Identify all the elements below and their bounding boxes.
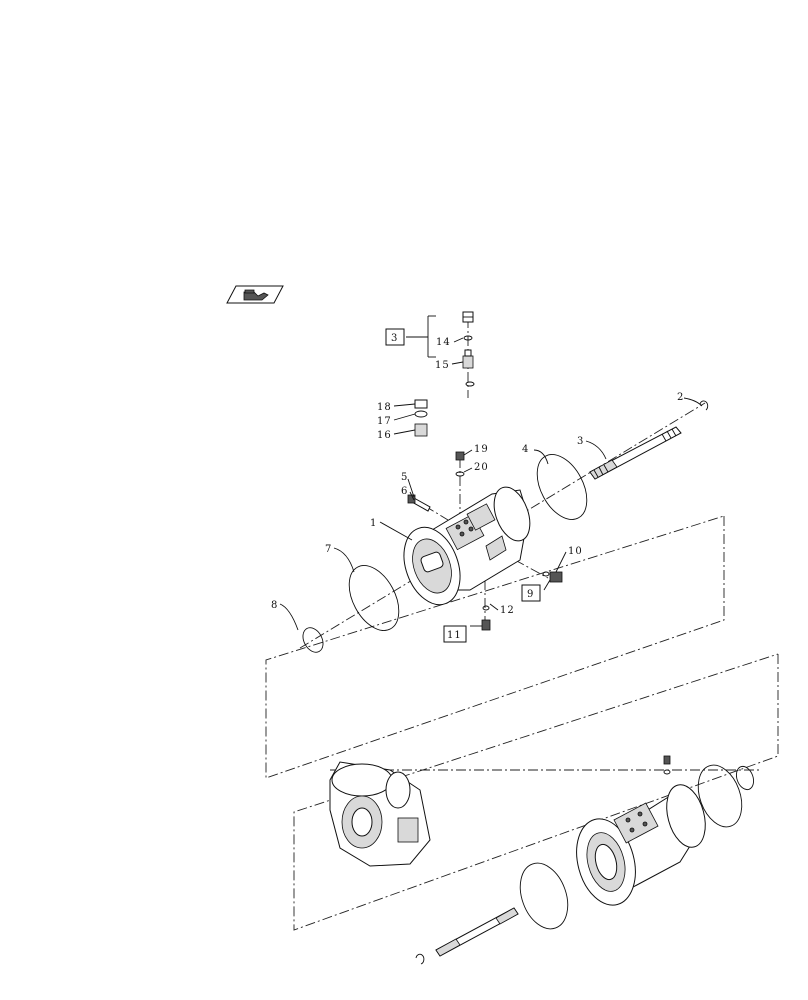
boxed-callout-3: 3 <box>385 328 405 346</box>
boxed-callout-9: 9 <box>521 584 541 602</box>
bolt-part <box>407 494 431 512</box>
plug-part <box>462 311 474 323</box>
book-hand-icon <box>226 285 284 304</box>
callout-18: 18 <box>377 402 392 413</box>
callout-labels: 14 15 18 17 16 19 20 5 6 1 4 3 2 7 8 10 … <box>271 337 684 616</box>
breather-part <box>455 451 465 477</box>
boxed-callout-11: 11 <box>443 625 467 643</box>
snap-ring-part <box>699 400 709 411</box>
svg-text:3: 3 <box>391 333 398 344</box>
callout-12: 12 <box>500 605 515 616</box>
callout-5: 5 <box>401 472 408 483</box>
callout-14: 14 <box>436 337 451 348</box>
leader-lines <box>279 315 703 631</box>
callout-7: 7 <box>325 544 332 555</box>
o-ring-part <box>697 764 743 828</box>
callout-3: 3 <box>577 436 584 447</box>
drain-plug-part <box>542 571 563 583</box>
snap-ring-part <box>415 953 425 965</box>
callout-10: 10 <box>568 546 583 557</box>
level-plug-part <box>481 605 491 631</box>
o-ring-part <box>519 862 569 930</box>
axle-housing-part <box>576 755 706 906</box>
centerlines <box>299 318 760 771</box>
callout-1: 1 <box>370 518 377 529</box>
o-ring-part <box>536 454 588 520</box>
o-ring-part <box>348 565 400 631</box>
snap-ring-part <box>302 627 324 653</box>
axle-shaft-part <box>435 907 519 957</box>
differential-housing-part <box>329 761 431 867</box>
callout-2: 2 <box>677 392 684 403</box>
callout-16: 16 <box>377 430 392 441</box>
callout-8: 8 <box>271 600 278 611</box>
axle-shaft-part <box>589 426 682 480</box>
tube-part <box>425 381 475 437</box>
callout-4: 4 <box>522 444 529 455</box>
callout-19: 19 <box>474 444 489 455</box>
snap-ring-part <box>735 765 755 791</box>
callout-17: 17 <box>377 416 392 427</box>
svg-text:11: 11 <box>447 630 462 641</box>
assembly-envelope <box>265 515 779 931</box>
callout-6: 6 <box>401 486 408 497</box>
axle-housing-part <box>403 486 531 606</box>
washer-part <box>463 335 473 341</box>
fitting-part <box>462 349 474 369</box>
fitting-stack-part <box>414 399 428 437</box>
callout-15: 15 <box>435 360 450 371</box>
svg-text:9: 9 <box>527 589 534 600</box>
callout-20: 20 <box>474 462 489 473</box>
